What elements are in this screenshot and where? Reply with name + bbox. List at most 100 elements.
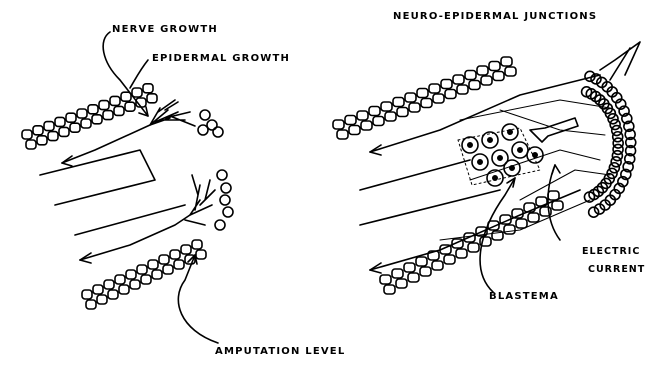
epidermal-cell — [397, 108, 408, 117]
blastema-cells — [462, 124, 543, 186]
epidermal-cell — [429, 84, 440, 93]
epidermal-cell — [121, 92, 131, 101]
epidermal-cell — [405, 93, 416, 102]
tip-cell — [217, 170, 227, 180]
label-epidermal-growth: EPIDERMAL GROWTH — [152, 53, 290, 64]
epidermal-cell — [81, 119, 91, 128]
epidermal-cell — [93, 285, 103, 294]
epidermal-cell — [99, 101, 109, 110]
epidermal-cell — [48, 132, 58, 141]
epidermal-cell — [369, 107, 380, 116]
epidermal-cell — [393, 98, 404, 107]
tip-cell — [198, 125, 208, 135]
epidermal-cell — [408, 273, 419, 282]
label-current: CURRENT — [588, 264, 645, 275]
epidermal-cell — [493, 72, 504, 81]
epidermal-cell — [59, 127, 69, 136]
bone-stump — [40, 150, 155, 205]
epidermal-cell — [432, 261, 443, 270]
epidermal-cell — [55, 117, 65, 126]
epidermal-cell — [125, 102, 135, 111]
epidermal-cell — [110, 96, 120, 105]
nerve-upper-left — [62, 125, 150, 163]
epidermal-cell — [417, 89, 428, 98]
epidermal-cell — [159, 255, 169, 264]
epidermal-cells-lower-right — [380, 191, 563, 294]
epidermal-cell — [148, 260, 158, 269]
epidermal-cell — [349, 126, 360, 135]
epidermal-cell — [192, 240, 202, 249]
epidermal-cell — [119, 285, 129, 294]
blastema-nucleus — [508, 130, 512, 134]
epidermal-cell — [361, 121, 372, 130]
epidermal-cell — [504, 225, 515, 234]
epidermal-cell — [143, 84, 153, 93]
epidermal-cell — [420, 267, 431, 276]
epidermal-cells-upper-left — [22, 84, 233, 230]
nerve-branches-upper — [150, 100, 195, 126]
epidermal-cell — [489, 62, 500, 71]
epidermal-cell — [115, 275, 125, 284]
epidermal-cell — [477, 66, 488, 75]
blastema-nucleus — [493, 176, 497, 180]
blastema-nucleus — [510, 166, 514, 170]
epidermal-cell — [441, 80, 452, 89]
epidermal-cell — [445, 90, 456, 99]
epidermal-cell — [44, 122, 54, 131]
epidermal-cell — [33, 126, 43, 135]
blastema-nucleus — [488, 138, 492, 142]
tip-cell — [220, 195, 230, 205]
epidermal-cell — [70, 123, 80, 132]
epidermal-cell — [126, 270, 136, 279]
epidermal-cell — [433, 94, 444, 103]
epidermal-cell — [333, 120, 344, 129]
epidermal-cell — [381, 102, 392, 111]
epidermal-cell — [147, 94, 157, 103]
bone-stump-lower — [75, 205, 185, 235]
blastema-nucleus — [478, 160, 482, 164]
electric-current-arrow — [530, 118, 578, 142]
epidermal-cell — [416, 257, 427, 266]
epidermal-cell — [132, 88, 142, 97]
epidermal-cell — [163, 265, 173, 274]
tip-cell — [215, 220, 225, 230]
nerve-right-1 — [370, 75, 600, 152]
epidermal-cell — [357, 111, 368, 120]
epidermal-cell — [373, 117, 384, 126]
epidermal-cell — [88, 105, 98, 114]
label-nerve-growth: NERVE GROWTH — [112, 24, 218, 35]
epidermal-cell — [26, 140, 36, 149]
epidermal-cell — [114, 106, 124, 115]
epidermal-cell — [152, 270, 162, 279]
epidermal-cell — [37, 136, 47, 145]
epidermal-cell — [77, 109, 87, 118]
tip-cell — [200, 110, 210, 120]
cap-cell — [589, 207, 599, 217]
label-electric: ELECTRIC — [582, 246, 640, 257]
epidermal-cell — [337, 130, 348, 139]
epidermal-cell — [22, 130, 32, 139]
epidermal-cell — [345, 116, 356, 125]
epidermal-cell — [469, 81, 480, 90]
epidermal-cell — [404, 263, 415, 272]
epidermal-cell — [196, 250, 206, 259]
epidermal-cell — [421, 99, 432, 108]
epidermal-cell — [97, 295, 107, 304]
epidermal-cell — [396, 279, 407, 288]
epidermal-cell — [457, 85, 468, 94]
epidermal-cell — [505, 67, 516, 76]
epidermal-cell — [501, 57, 512, 66]
epidermal-cell — [444, 255, 455, 264]
label-amputation-level: AMPUTATION LEVEL — [215, 346, 345, 357]
epidermal-cell — [453, 75, 464, 84]
epidermal-cell — [552, 201, 563, 210]
epidermal-cell — [385, 112, 396, 121]
epidermal-cell — [104, 280, 114, 289]
epidermal-cell — [108, 290, 118, 299]
epidermal-cell — [380, 275, 391, 284]
epidermal-cell — [465, 71, 476, 80]
epidermal-cell — [516, 219, 527, 228]
pointer-junctions — [600, 42, 640, 80]
